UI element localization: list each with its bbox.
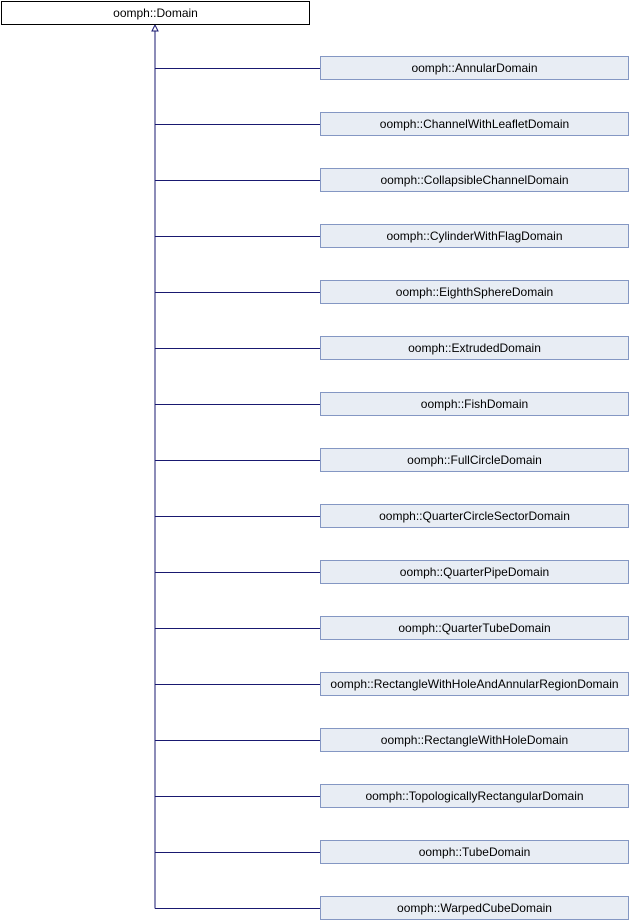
node-oomph-extrudeddomain[interactable]: oomph::ExtrudedDomain [320,336,629,360]
node-oomph-channelwithleafletdomain[interactable]: oomph::ChannelWithLeafletDomain [320,112,629,136]
node-oomph-quartertubedomain[interactable]: oomph::QuarterTubeDomain [320,616,629,640]
node-oomph-cylinderwithflagdomain[interactable]: oomph::CylinderWithFlagDomain [320,224,629,248]
node-oomph-tubedomain[interactable]: oomph::TubeDomain [320,840,629,864]
node-oomph-warpedcubedomain[interactable]: oomph::WarpedCubeDomain [320,896,629,920]
node-oomph-rectanglewithholeandannularregiondomain[interactable]: oomph::RectangleWithHoleAndAnnularRegion… [320,672,629,696]
node-oomph-quartercirclesectordomain[interactable]: oomph::QuarterCircleSectorDomain [320,504,629,528]
node-oomph-domain[interactable]: oomph::Domain [1,1,310,25]
node-oomph-quarterpipedomain[interactable]: oomph::QuarterPipeDomain [320,560,629,584]
node-oomph-topologicallyrectangulardomain[interactable]: oomph::TopologicallyRectangularDomain [320,784,629,808]
node-oomph-fishdomain[interactable]: oomph::FishDomain [320,392,629,416]
node-oomph-collapsiblechanneldomain[interactable]: oomph::CollapsibleChannelDomain [320,168,629,192]
node-oomph-fullcircledomain[interactable]: oomph::FullCircleDomain [320,448,629,472]
node-oomph-rectanglewithholedomain[interactable]: oomph::RectangleWithHoleDomain [320,728,629,752]
node-oomph-eighthspheredomain[interactable]: oomph::EighthSphereDomain [320,280,629,304]
inheritance-arrowhead [151,23,159,32]
node-oomph-annulardomain[interactable]: oomph::AnnularDomain [320,56,629,80]
